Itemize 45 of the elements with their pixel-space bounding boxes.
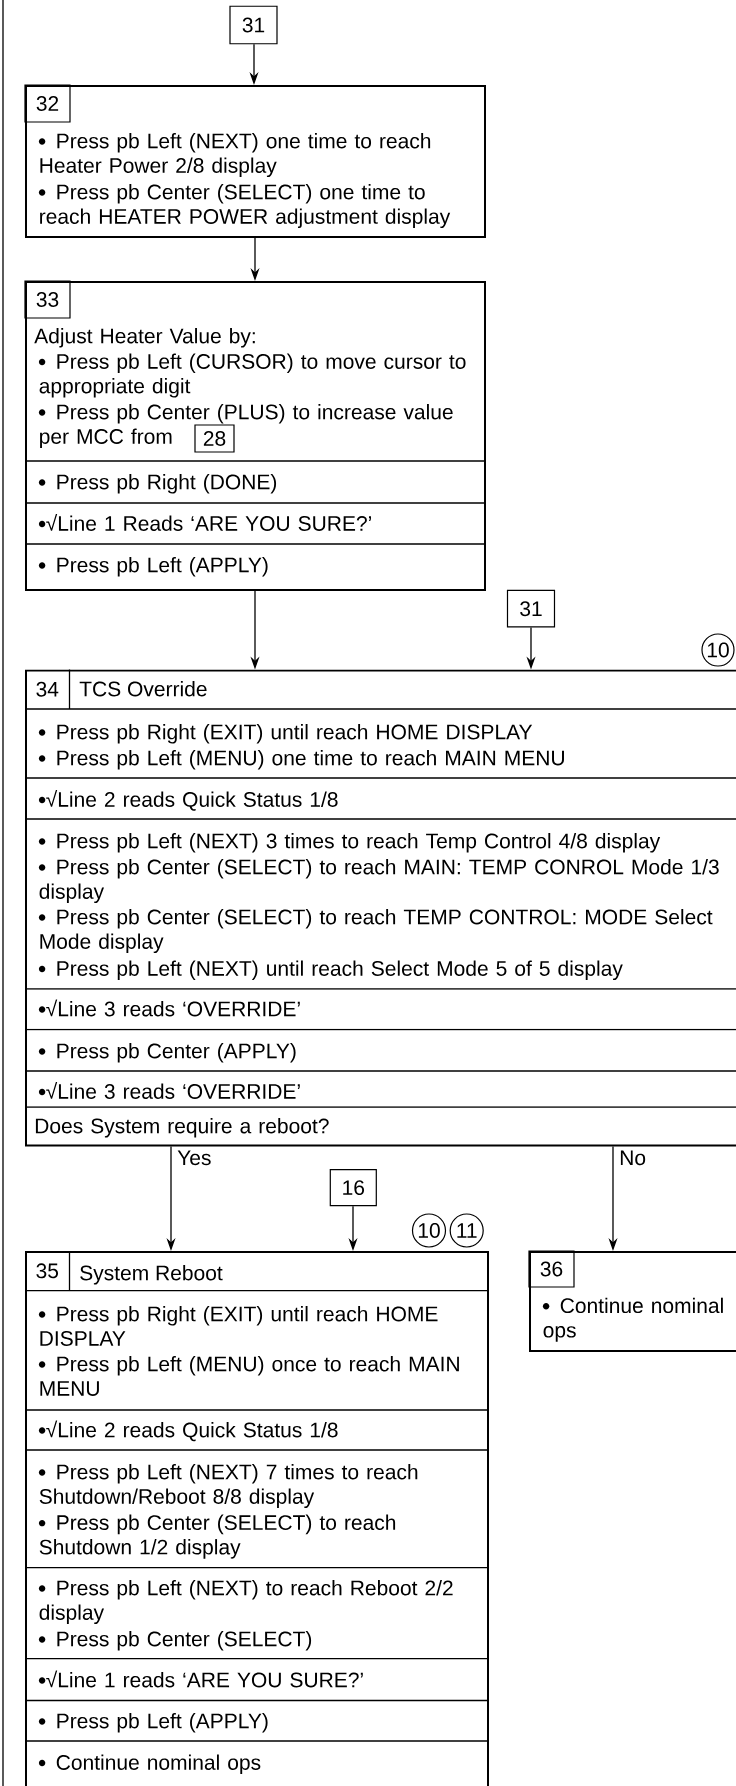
check-item: √Line 1 Reads ‘ARE YOU SURE?’ [38, 514, 371, 531]
bullet-item: Press pb Right (EXIT) until reach HOME DISPLAY [38, 724, 533, 744]
bullet-item: Press pb Left (MENU) one time to reach MAIN MENU [38, 750, 564, 770]
bullet-item: Press pb Left (MENU) once to reach MAIN MENU [38, 1356, 459, 1396]
step-number: 36 [528, 1250, 575, 1288]
bullet-item: Continue nominal ops [542, 1297, 723, 1342]
bullet-item: Press pb Center (SELECT) to reach TEMP CONTROL: MODE Select Mode display [38, 909, 713, 954]
edge-label: No [620, 1150, 646, 1166]
bullet-item: Press pb Left (NEXT) 7 times to reach Shutdown/Reboot 8/8 display [38, 1464, 418, 1509]
bullet-item: Press pb Left (NEXT) 3 times to reach Temp Control 4/8 display [38, 833, 661, 853]
bullet-item: Press pb Left (NEXT) until reach Select Mode 5 of 5 display [38, 960, 623, 981]
bullet-item: Press pb Left (NEXT) one time to reach Heater Power 2/8 display [38, 133, 431, 178]
step-number: 35 [36, 1250, 71, 1292]
bullet-item: Press pb Center (SELECT) to reach MAIN: TEMP CONROL Mode 1/3 display [38, 859, 719, 904]
bullet-item: Press pb Center (SELECT) [38, 1631, 312, 1651]
edge-label: Yes [177, 1150, 211, 1166]
check-item: √Line 1 reads ‘ARE YOU SURE?’ [38, 1670, 363, 1688]
bullet-item: Press pb Right (DONE) [38, 474, 277, 494]
reference-box: 16 [329, 1169, 377, 1207]
bullet-item: Press pb Left (APPLY) [38, 1713, 268, 1733]
step-number: 33 [24, 280, 71, 319]
bullet-item: Press pb Left (APPLY) [38, 557, 268, 577]
bullet-item: Press pb Center (SELECT) to reach Shutdown 1/2 display [38, 1514, 396, 1559]
check-item: √Line 3 reads ‘OVERRIDE’ [38, 1082, 300, 1099]
step-number: 32 [24, 84, 71, 123]
circled-number: 11 [449, 1213, 484, 1248]
instruction-text: Adjust Heater Value by: [34, 328, 255, 348]
instruction-text: Does System require a reboot? [35, 1118, 329, 1138]
reference-box: 28 [194, 424, 235, 453]
reference-box: 31 [506, 589, 556, 628]
check-item: √Line 3 reads ‘OVERRIDE’ [38, 999, 300, 1017]
step-title: TCS Override [79, 681, 207, 697]
check-item: √Line 2 reads Quick Status 1/8 [38, 1420, 338, 1442]
bullet-item: Press pb Center (SELECT) one time to reach HEATER POWER adjustment display [38, 184, 451, 229]
bullet-item: Press pb Right (EXIT) until reach HOME DISPLAY [38, 1306, 438, 1346]
bullet-item: Press pb Left (CURSOR) to move cursor to appropriate digit [38, 353, 466, 398]
check-item: √Line 2 reads Quick Status 1/8 [38, 790, 338, 811]
circled-number: 10 [701, 633, 735, 667]
reference-box: 31 [229, 5, 278, 45]
bullet-item: Press pb Center (APPLY) [38, 1043, 296, 1063]
circled-number: 10 [411, 1213, 447, 1248]
bullet-item: Press pb Left (NEXT) to reach Reboot 2/2 display [38, 1580, 453, 1625]
step-title: System Reboot [80, 1265, 223, 1285]
bullet-item: Continue nominal ops [38, 1754, 261, 1775]
step-number: 34 [36, 668, 71, 710]
